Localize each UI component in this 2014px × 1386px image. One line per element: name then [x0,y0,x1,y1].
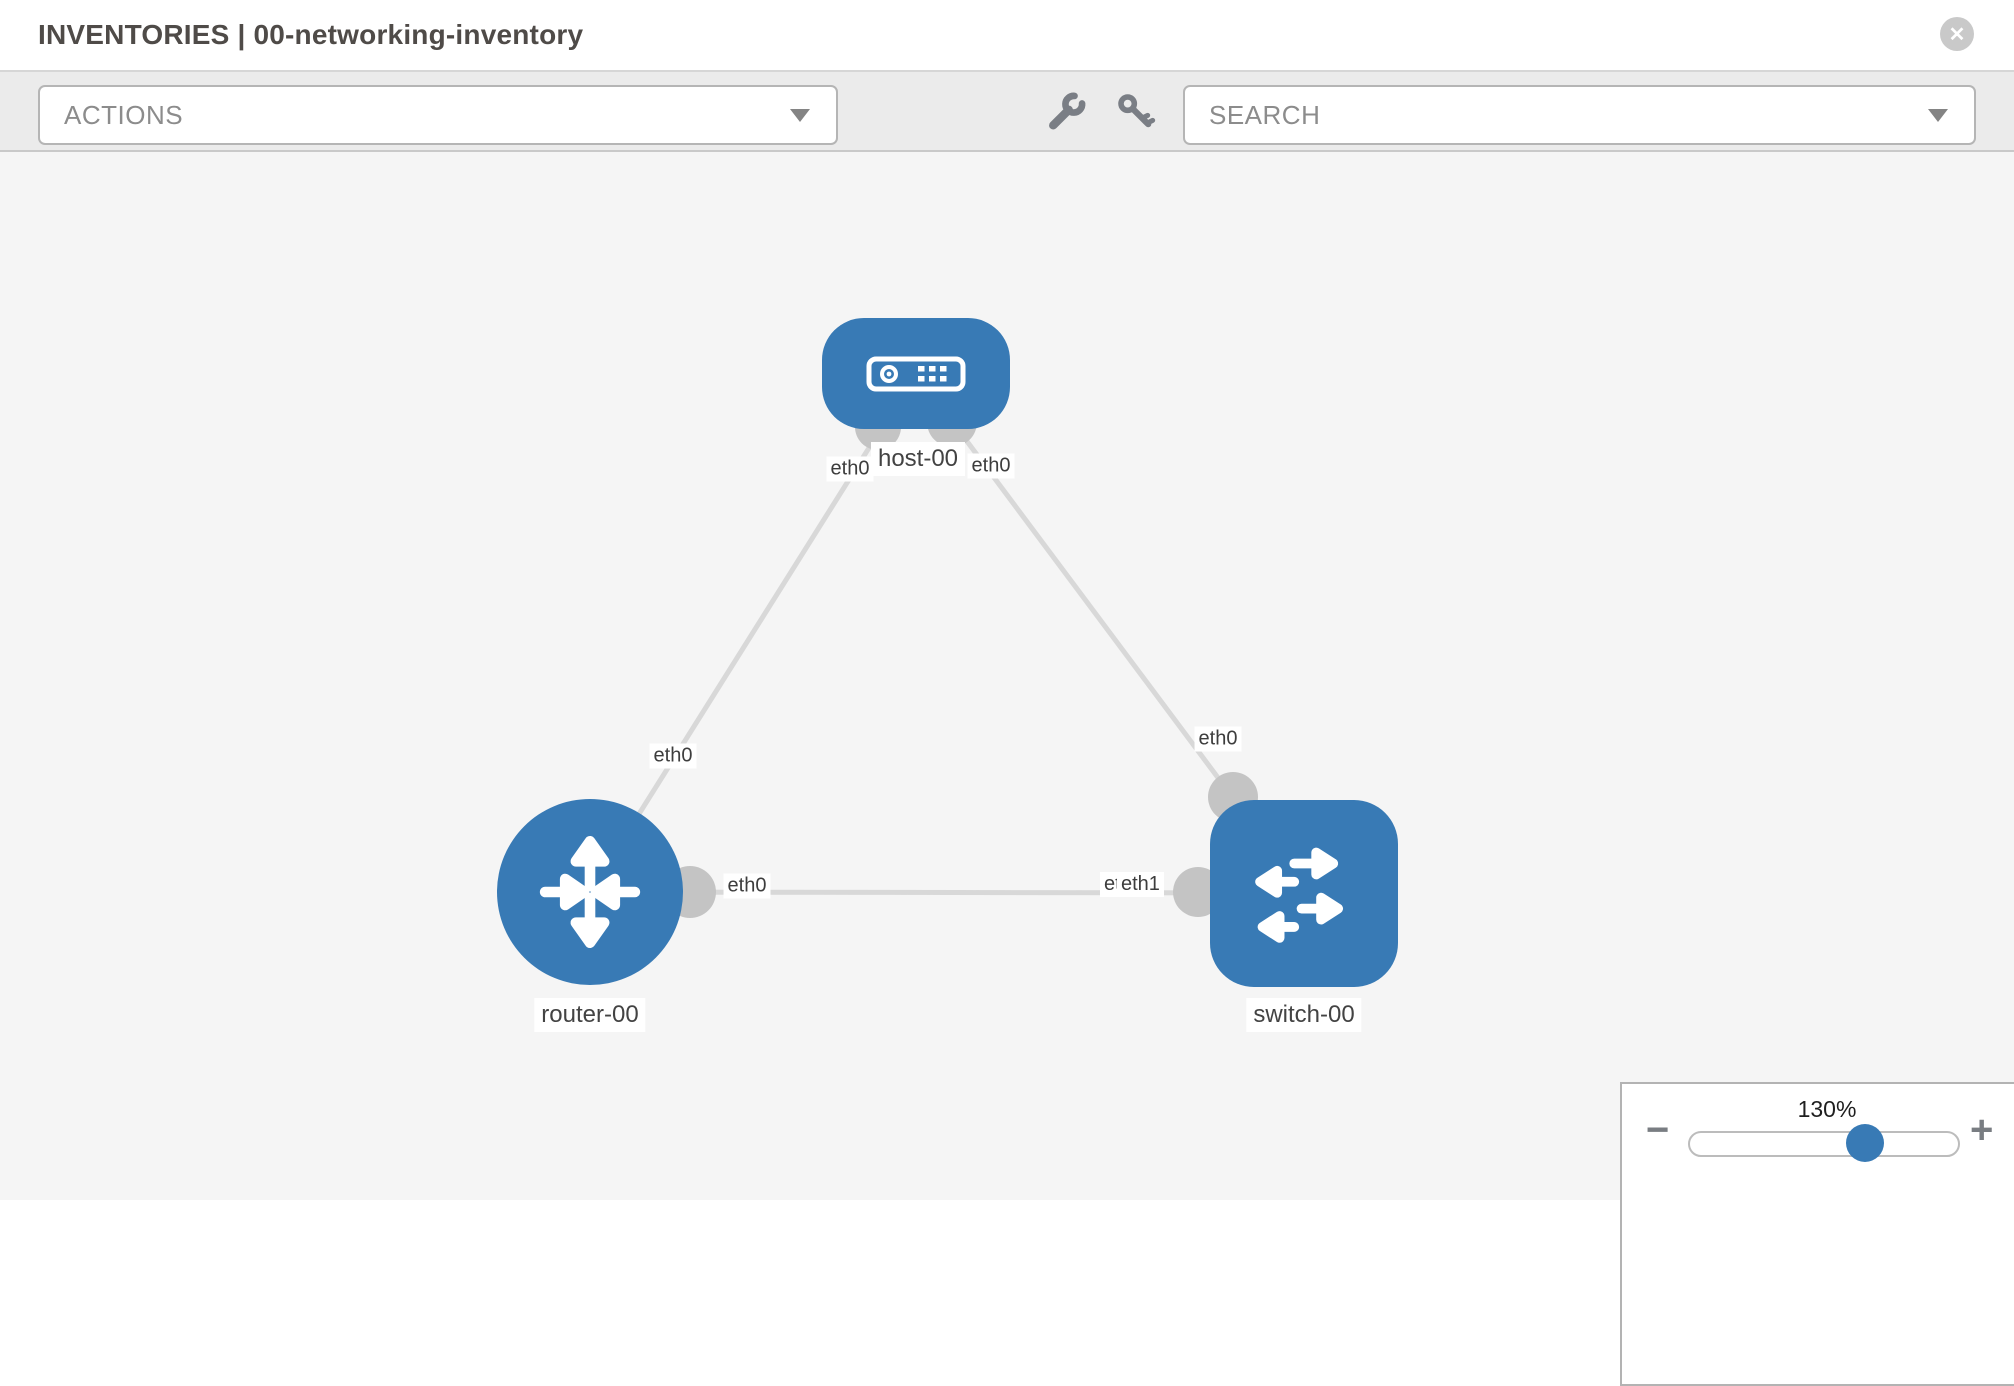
node-label-switch: switch-00 [1246,998,1362,1032]
interface-label-router-horizontal: eth0 [723,873,771,899]
links-layer [587,371,1307,918]
node-label-host: host-00 [870,442,966,476]
key-icon[interactable] [1116,92,1156,137]
node-label-router: router-00 [534,998,646,1032]
interface-label-host-left: eth0 [826,456,874,482]
zoom-in-button[interactable]: + [1970,1108,1994,1152]
zoom-panel: 130% − + [1620,1082,2014,1386]
search-dropdown[interactable]: SEARCH [1183,85,1976,145]
interface-label-switch-diagonal: eth0 [1194,726,1242,752]
chevron-down-icon [1928,109,1948,122]
zoom-level-value: 130% [1797,1096,1857,1122]
zoom-slider-track[interactable] [1688,1131,1960,1157]
toolbar: ACTIONS SEARCH [0,72,2014,152]
panel-header: INVENTORIES | 00-networking-inventory ✕ [0,0,2014,72]
router-icon [539,835,641,949]
zoom-slider-thumb[interactable] [1846,1124,1884,1162]
switch-icon [1255,847,1344,943]
page-title: INVENTORIES | 00-networking-inventory [38,19,584,50]
interface-label-host-right: eth0 [967,453,1015,479]
close-button[interactable]: ✕ [1940,17,1974,51]
interface-label-switch-horizontal-front: eth1 [1117,872,1164,897]
node-host[interactable] [822,318,1010,429]
node-router[interactable] [497,799,683,985]
search-placeholder: SEARCH [1209,99,1321,130]
actions-label: ACTIONS [64,99,184,130]
wrench-icon[interactable] [1046,92,1086,137]
host-icon [866,356,966,391]
close-icon: ✕ [1948,23,1966,46]
interface-label-router-diagonal: eth0 [649,743,697,769]
topology-canvas[interactable]: host-00 router-00 switch-00 eth0 eth0 et… [0,152,2014,1386]
chevron-down-icon [790,109,810,122]
node-switch[interactable] [1210,800,1398,987]
actions-dropdown[interactable]: ACTIONS [38,85,838,145]
zoom-out-button[interactable]: − [1646,1108,1670,1152]
